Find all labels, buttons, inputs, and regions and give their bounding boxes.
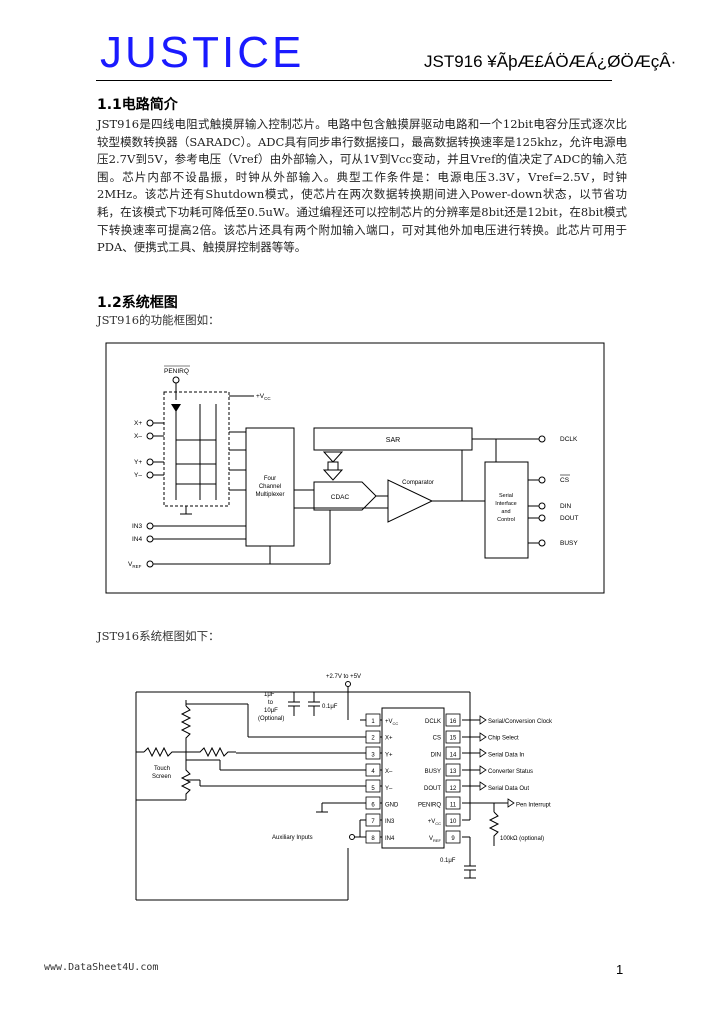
section-heading-diagram: 1.2系统框图 bbox=[97, 295, 178, 311]
company-logo: JUSTICE bbox=[100, 28, 305, 77]
serial-label-4: Control bbox=[497, 517, 515, 523]
ic-package bbox=[381, 707, 445, 849]
pin-name: Y– bbox=[385, 786, 393, 792]
intro-paragraph: JST916是四线电阻式触摸屏输入控制芯片。电路中包含触摸屏驱动电路和一个12b… bbox=[97, 117, 627, 255]
pin-number: 9 bbox=[451, 836, 455, 842]
vcc-label: +VCC bbox=[256, 393, 271, 401]
pin-name: DOUT bbox=[424, 786, 441, 792]
signal-label: Chip Select bbox=[488, 736, 519, 742]
cap3-label: 0.1μF bbox=[440, 858, 456, 864]
pin-number: 5 bbox=[371, 786, 375, 792]
serial-label-2: Interface bbox=[495, 501, 516, 507]
right-pin-dout: DOUT bbox=[560, 515, 578, 522]
cap1-label-1: 1μF bbox=[264, 692, 275, 698]
page-number: 1 bbox=[616, 962, 624, 977]
pin-number: 8 bbox=[371, 836, 375, 842]
right-pin-dclk: DCLK bbox=[560, 436, 578, 443]
pin-name: Y+ bbox=[385, 752, 393, 758]
footer-url: www.DataSheet4U.com bbox=[44, 962, 159, 973]
block-diagram-caption: JST916的功能框图如： bbox=[97, 313, 220, 327]
pin-name: X– bbox=[385, 769, 393, 775]
pin-label-y-minus: Y– bbox=[134, 472, 142, 479]
pin-number: 15 bbox=[450, 736, 457, 742]
pin-name: IN4 bbox=[385, 836, 395, 842]
signal-label: Serial Data Out bbox=[488, 786, 529, 792]
pin-label-in3: IN3 bbox=[132, 523, 143, 530]
comparator-label: Comparator bbox=[402, 480, 434, 486]
pin-name: CS bbox=[433, 736, 441, 742]
signal-label: Converter Status bbox=[488, 769, 533, 775]
signal-label: Pen Interrupt bbox=[516, 803, 551, 809]
sar-label: SAR bbox=[386, 437, 400, 444]
mux-label-3: Multiplexer bbox=[255, 492, 284, 498]
mux-label-2: Channel bbox=[259, 484, 281, 490]
pin-name: DIN bbox=[431, 752, 441, 758]
right-pin-din: DIN bbox=[560, 503, 572, 510]
pin-number: 13 bbox=[450, 769, 457, 775]
cap1-label-2: to bbox=[268, 700, 274, 706]
pin-name: +VCC bbox=[385, 719, 398, 726]
system-diagram-caption: JST916系统框图如下： bbox=[97, 629, 220, 643]
pin-number: 1 bbox=[371, 719, 375, 725]
signal-label: Serial/Conversion Clock bbox=[488, 719, 553, 725]
pin-number: 3 bbox=[371, 752, 375, 758]
touch-screen-label-2: Screen bbox=[152, 774, 171, 780]
pin-number: 12 bbox=[450, 786, 457, 792]
block-diagram-frame bbox=[105, 342, 605, 594]
section-heading-intro: 1.1电路简介 bbox=[97, 97, 178, 113]
pin-name: +VCC bbox=[428, 819, 441, 826]
pin-number: 11 bbox=[450, 803, 457, 809]
serial-label-1: Serial bbox=[499, 493, 513, 499]
pin-name: X+ bbox=[385, 736, 393, 742]
pin-number: 16 bbox=[450, 719, 457, 725]
pin-name: VREF bbox=[429, 836, 442, 843]
switch-matrix bbox=[163, 391, 230, 507]
cdac-box bbox=[313, 481, 377, 511]
pin-name: DCLK bbox=[425, 719, 441, 725]
cap1-label-3: 10μF bbox=[264, 708, 278, 714]
document-title: JST916 ¥ÃþÆ£ÁÖÆÁ¿ØÖÆçÂ· bbox=[424, 52, 677, 71]
ic-pin-labels: 1 +VCC 2 X+ 3 Y+ 4 X– 5 Y– 6 GND 7 IN3 8 IN4 16 DCLK Seria… bbox=[371, 719, 553, 843]
vref-label: VREF bbox=[128, 561, 142, 569]
mux-label-1: Four bbox=[264, 476, 276, 482]
right-pin-busy: BUSY bbox=[560, 540, 578, 547]
touch-screen-label-1: Touch bbox=[154, 766, 170, 772]
cap2-label: 0.1μF bbox=[322, 704, 338, 710]
pin-name: PENIRQ bbox=[418, 803, 441, 809]
pin-label-y-plus: Y+ bbox=[134, 459, 142, 466]
penirq-label: PENIRQ bbox=[164, 368, 189, 375]
comparator-triangle bbox=[387, 479, 434, 523]
right-pin-cs: CS bbox=[560, 477, 570, 484]
pin-number: 4 bbox=[371, 769, 375, 775]
auxiliary-inputs-label: Auxiliary Inputs bbox=[272, 835, 313, 841]
pin-number: 10 bbox=[450, 819, 457, 825]
pin-name: BUSY bbox=[425, 769, 441, 775]
pin-number: 6 bbox=[371, 803, 375, 809]
pin-label-x-minus: X– bbox=[134, 433, 142, 440]
pin-number: 7 bbox=[371, 819, 375, 825]
pin-label-in4: IN4 bbox=[132, 536, 143, 543]
serial-label-3: and bbox=[501, 509, 510, 515]
pin-number: 14 bbox=[450, 752, 457, 758]
cdac-label: CDAC bbox=[331, 494, 350, 501]
pin-label-x-plus: X+ bbox=[134, 420, 142, 427]
header-rule bbox=[96, 80, 612, 81]
pin-name: IN3 bbox=[385, 819, 395, 825]
pin-name: GND bbox=[385, 803, 399, 809]
pin-number: 2 bbox=[371, 736, 375, 742]
signal-label: Serial Data In bbox=[488, 752, 524, 758]
serial-interface-box bbox=[484, 461, 529, 559]
resistor-label: 100kΩ (optional) bbox=[500, 836, 544, 842]
cap1-label-4: (Optional) bbox=[258, 716, 284, 722]
supply-label: +2.7V to +5V bbox=[326, 674, 361, 680]
